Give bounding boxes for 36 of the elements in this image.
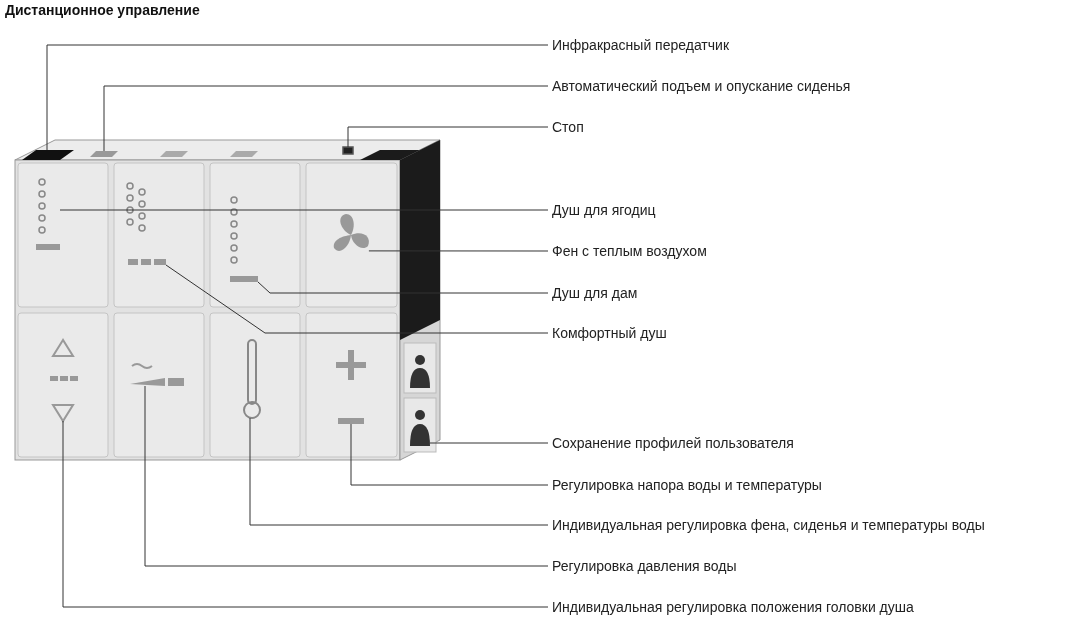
leader-line [429,442,549,444]
diagram-title: Дистанционное управление [5,2,200,18]
callout-label: Регулировка напора воды и температуры [552,476,822,494]
dot-column-icon [230,196,258,282]
thermometer-icon [243,339,261,419]
callout-label: Инфракрасный передатчик [552,36,730,54]
dot-column-icon [126,182,166,265]
callout-label: Душ для ягодиц [552,201,656,219]
leader-line [59,209,549,211]
leader-line [249,417,549,526]
leader-line [257,281,549,294]
leader-line [347,126,549,148]
callout-label: Индивидуальная регулировка положения головки душа [552,598,914,616]
minus-sign [338,418,364,424]
callout-label: Индивидуальная регулировка фена, сиденья и температуры воды [552,516,985,534]
leader-line [144,385,549,567]
leader-line [62,420,549,608]
leader-line [368,250,549,252]
callout-label: Душ для дам [552,284,638,302]
leader-line [103,85,549,152]
leader-line [165,264,549,334]
arrows-icon [50,338,78,423]
callout-label: Автоматический подъем и опускание сиденья [552,77,851,95]
stop-button [342,146,354,155]
callout-label: Фен с теплым воздухом [552,242,707,260]
callout-label: Комфортный душ [552,324,667,342]
leader-line [350,423,549,486]
person-icon [410,410,430,446]
fan-icon [333,214,369,251]
leader-line [46,44,549,151]
dot-column-icon [36,178,60,250]
callout-label: Стоп [552,118,584,136]
callout-label: Регулировка давления воды [552,557,737,575]
pressure-icon [130,363,184,386]
seat-button [90,151,118,157]
callout-label: Сохранение профилей пользователя [552,434,794,452]
